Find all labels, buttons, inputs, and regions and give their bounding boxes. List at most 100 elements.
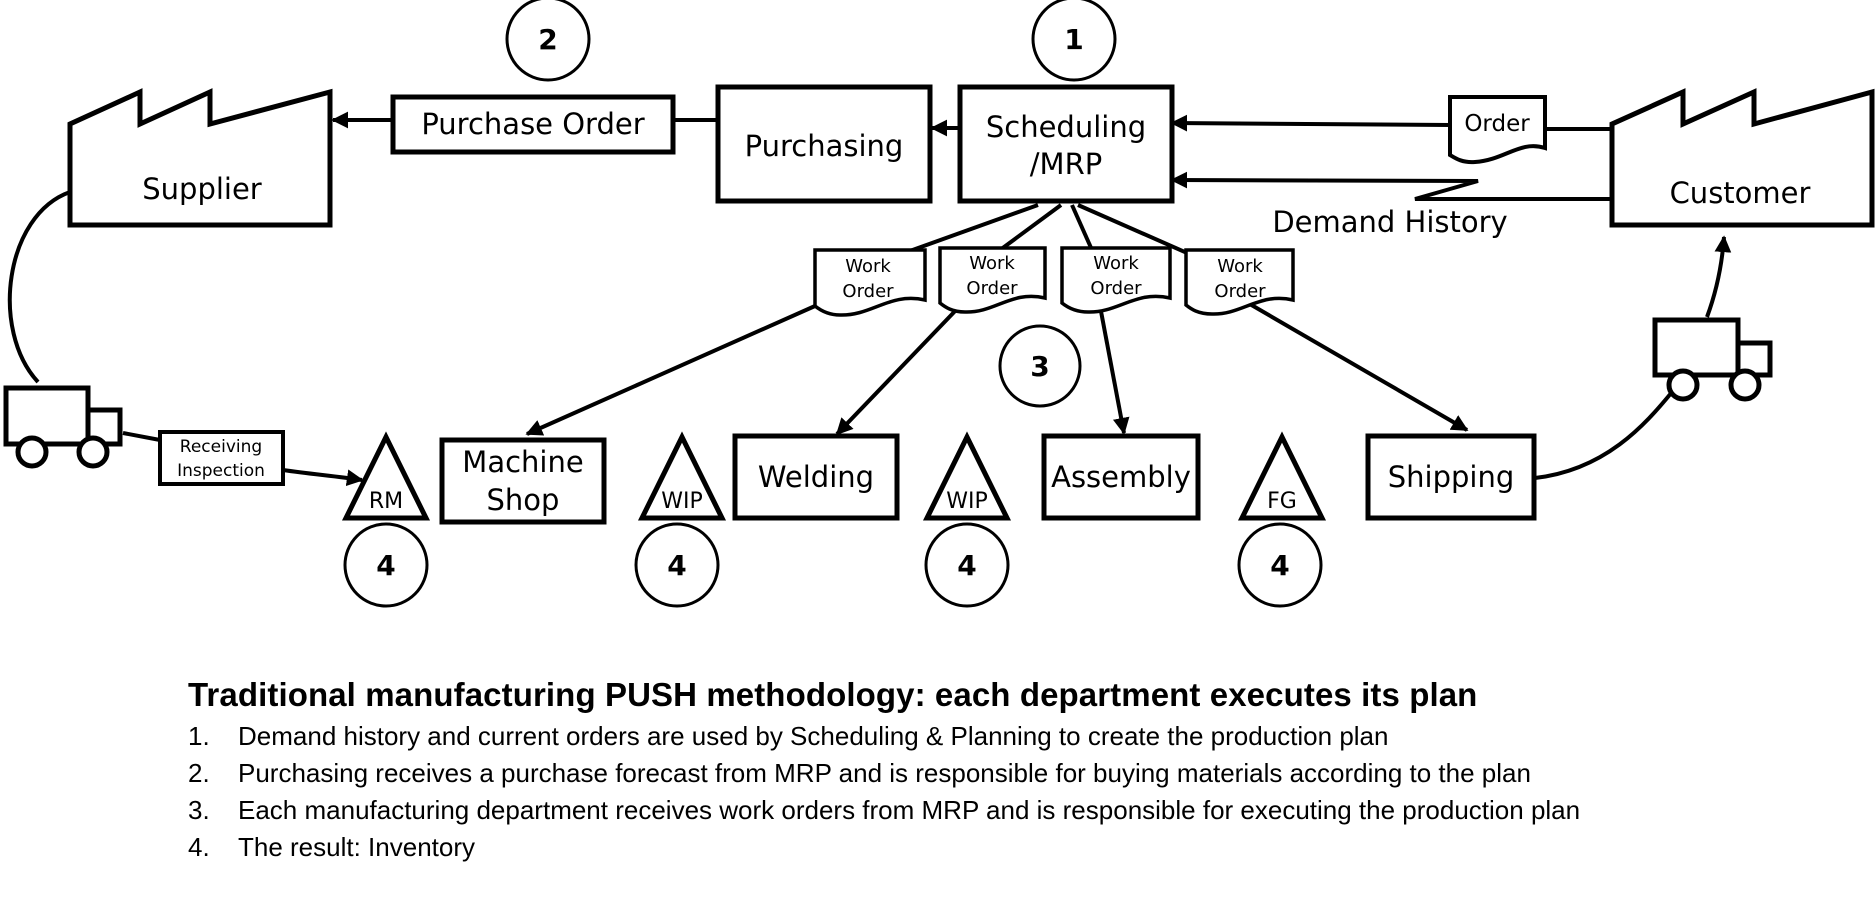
arrow-wo3-to-assembly <box>1098 305 1130 435</box>
work-order-document-icon <box>1184 248 1295 316</box>
caption-item-number: 3. <box>188 795 210 825</box>
purchase-order-box: Purchase Order <box>390 94 676 155</box>
outbound-truck-icon <box>1652 317 1773 402</box>
caption-item-number: 1. <box>188 721 210 751</box>
work-order-document: Work Order <box>813 248 927 317</box>
arrow-wo2-to-welding <box>835 306 960 436</box>
marker-number-4: 4 <box>1270 549 1289 582</box>
supplier-to-truck-route <box>7 190 71 384</box>
supplier-label: Supplier <box>142 172 262 206</box>
inbound-truck-icon <box>3 385 123 469</box>
inventory-triangle-icon <box>1237 431 1327 521</box>
caption-title: Traditional manufacturing PUSH methodolo… <box>188 676 1478 713</box>
push-flow-diagram: Supplier Customer Purchase Order Purchas… <box>3 0 1875 608</box>
work-order-label-line1: Work <box>1093 253 1139 274</box>
arrow-wo4-to-shipping <box>1246 301 1469 432</box>
inventory-label: WIP <box>661 489 703 514</box>
purchase-order-rect <box>390 94 676 155</box>
assembly-label: Assembly <box>1051 460 1191 494</box>
scheduling-mrp-box: Scheduling /MRP <box>957 84 1175 204</box>
connectors <box>7 111 1732 487</box>
caption-item-number: 4. <box>188 832 210 862</box>
machine-shop-rect <box>439 437 607 525</box>
purchasing-box: Purchasing <box>715 84 933 204</box>
caption-item-text: Demand history and current orders are us… <box>238 721 1389 751</box>
work-order-label-line2: Order <box>1214 281 1266 302</box>
caption: Traditional manufacturing PUSH methodolo… <box>188 676 1848 866</box>
marker-number-2: 2 <box>538 23 557 56</box>
link-scheduling-to-wo3 <box>1070 204 1094 251</box>
inventory-label: WIP <box>946 489 988 514</box>
welding-label: Welding <box>758 460 874 494</box>
work-order-label-line1: Work <box>1217 256 1263 277</box>
work-order-label-line2: Order <box>1090 278 1142 299</box>
supplier-factory: Supplier <box>67 88 333 228</box>
caption-item-text: Purchasing receives a purchase forecast … <box>238 758 1531 788</box>
arrow-truck-to-customer <box>1705 235 1732 318</box>
scheduling-label-line2: /MRP <box>1030 147 1102 181</box>
marker-circle-3 <box>998 324 1082 408</box>
inventory-label: RM <box>369 489 403 514</box>
marker-circle-2 <box>505 0 591 82</box>
inventory-triangle-fg: FG <box>1237 431 1327 521</box>
order-document-icon <box>1448 95 1547 165</box>
arrow-order-to-scheduling <box>1170 114 1451 132</box>
caption-item-number: 2. <box>188 758 210 788</box>
marker-number-4: 4 <box>957 549 976 582</box>
inbound-truck-wheel <box>15 435 49 469</box>
inventory-label: FG <box>1267 489 1297 514</box>
customer-order-document: Order <box>1448 95 1547 165</box>
inventory-triangle-wip: WIP <box>637 431 727 521</box>
shipping-to-truck-route <box>1534 390 1674 480</box>
assembly-box: Assembly <box>1041 433 1201 521</box>
outbound-truck-wheel <box>1666 368 1700 402</box>
marker-circle-1 <box>1031 0 1117 82</box>
marker-circle-4 <box>924 522 1010 608</box>
inventory-triangle-icon <box>922 431 1012 521</box>
demand-history-label: Demand History <box>1272 205 1507 239</box>
caption-item: 2. Purchasing receives a purchase foreca… <box>188 755 1848 792</box>
welding-box: Welding <box>732 433 900 521</box>
marker-number-1: 1 <box>1064 23 1083 56</box>
inventory-triangle-icon <box>341 431 431 521</box>
shipping-box: Shipping <box>1365 433 1537 521</box>
customer-factory: Customer <box>1609 88 1875 228</box>
marker-number-4: 4 <box>376 549 395 582</box>
machine-shop-label-line1: Machine <box>462 445 583 479</box>
receiving-label-line1: Receiving <box>180 437 262 457</box>
arrow-wo1-to-machine-shop <box>525 304 816 436</box>
purchase-order-label: Purchase Order <box>421 107 644 141</box>
outbound-truck-cargo <box>1652 317 1741 378</box>
inventory-triangle-wip: WIP <box>922 431 1012 521</box>
work-order-document-icon <box>1060 246 1172 314</box>
shipping-label: Shipping <box>1388 460 1515 494</box>
inventory-triangle-rm: RM <box>341 431 431 521</box>
inventory-triangle-icon <box>637 431 727 521</box>
work-order-label-line2: Order <box>842 281 894 302</box>
marker-circle-4 <box>634 522 720 608</box>
customer-label: Customer <box>1670 176 1811 210</box>
supplier-factory-icon <box>67 88 333 228</box>
receiving-inspection-box: Receiving Inspection <box>158 430 285 486</box>
link-truck-to-receiving <box>122 431 161 442</box>
caption-item-text: Each manufacturing department receives w… <box>238 795 1581 825</box>
inbound-truck-wheel <box>76 435 110 469</box>
shipping-rect <box>1365 433 1537 521</box>
marker-number-3: 3 <box>1030 350 1049 383</box>
outbound-truck-wheel <box>1728 368 1762 402</box>
caption-item: 3. Each manufacturing department receive… <box>188 792 1848 829</box>
scheduling-label-line1: Scheduling <box>986 110 1146 144</box>
caption-item: 1. Demand history and current orders are… <box>188 718 1848 755</box>
work-order-document: Work Order <box>938 246 1047 314</box>
numbered-markers <box>343 0 1323 608</box>
work-order-label-line2: Order <box>966 278 1018 299</box>
work-order-document: Work Order <box>1184 248 1295 316</box>
work-order-document-icon <box>938 246 1047 314</box>
assembly-rect <box>1041 433 1201 521</box>
marker-circle-4 <box>343 522 429 608</box>
demand-history-arrow <box>1170 171 1612 201</box>
work-order-label-line1: Work <box>969 253 1015 274</box>
arrow-receiving-to-rm <box>282 468 364 487</box>
welding-rect <box>732 433 900 521</box>
marker-number-4: 4 <box>667 549 686 582</box>
